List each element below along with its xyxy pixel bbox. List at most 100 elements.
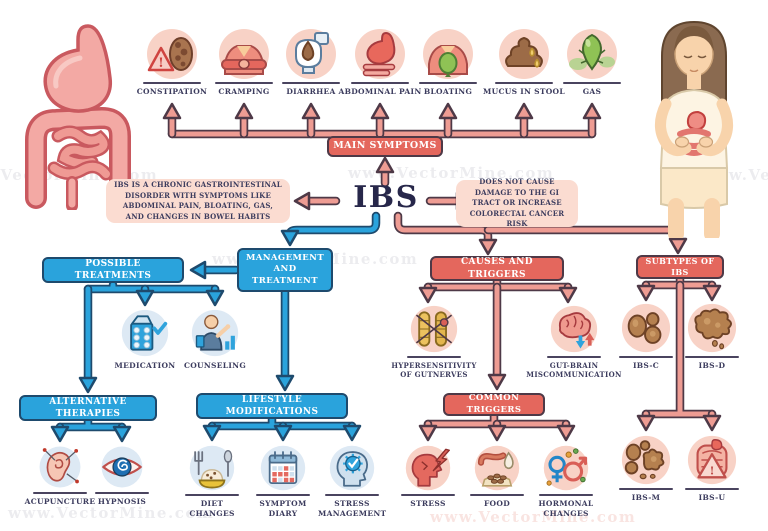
ground-line bbox=[256, 494, 310, 496]
lifestyle-modifications-banner: LIFESTYLE MODIFICATIONS bbox=[196, 393, 348, 419]
ground-line bbox=[495, 82, 553, 84]
main-symptoms-banner: MAIN SYMPTOMS bbox=[327, 136, 443, 157]
lifestyle-symptom-diary: SYMPTOM DIARY bbox=[241, 444, 325, 519]
diet-changes-icon bbox=[189, 445, 235, 491]
symptom-cramping: CRAMPING bbox=[202, 26, 286, 97]
gut-nerves-icon bbox=[410, 305, 458, 353]
gas-icon bbox=[567, 29, 617, 79]
symptom-label: DIARRHEA bbox=[286, 87, 336, 96]
ibs-title: IBS bbox=[353, 180, 419, 215]
hormonal-changes-icon bbox=[543, 445, 589, 491]
subtype-label: IBS-D bbox=[698, 361, 726, 370]
alternative-therapies-banner: ALTERNATIVE THERAPIES bbox=[19, 395, 157, 421]
treatment-counseling: COUNSELING bbox=[173, 308, 257, 371]
ground-line bbox=[619, 488, 673, 490]
ibs-definition-fact: IBS IS A CHRONIC GASTROINTESTINAL DISORD… bbox=[106, 179, 290, 223]
ground-line bbox=[185, 494, 239, 496]
ground-line bbox=[470, 494, 524, 496]
symptom-label: GAS bbox=[582, 87, 602, 96]
abdominal-pain-icon bbox=[355, 29, 405, 79]
management-and-treatment-banner: MANAGEMENT AND TREATMENT bbox=[237, 248, 333, 292]
mucus-in-stool-icon bbox=[499, 29, 549, 79]
trigger-label: HORMONAL CHANGES bbox=[538, 499, 594, 519]
subtype-ibs-d: IBS-D bbox=[670, 302, 754, 371]
bloating-icon bbox=[423, 29, 473, 79]
ground-line bbox=[401, 494, 455, 496]
trigger-stress: STRESS bbox=[386, 444, 470, 509]
diarrhea-icon bbox=[286, 29, 336, 79]
ground-line bbox=[407, 356, 461, 358]
subtype-ibs-u: ! IBS-U bbox=[670, 434, 754, 503]
treatment-medication: MEDICATION bbox=[103, 308, 187, 371]
symptom-label: CONSTIPATION bbox=[136, 87, 208, 96]
ground-line bbox=[539, 494, 593, 496]
stress-icon bbox=[405, 445, 451, 491]
cause-label: GUT-BRAIN MISCOMMUNICATION bbox=[526, 361, 622, 380]
ibs-u-icon: ! bbox=[687, 435, 737, 485]
symptom-gas: GAS bbox=[550, 26, 634, 97]
ibs-c-icon bbox=[621, 303, 671, 353]
therapy-acupuncture: ACUPUNCTURE bbox=[18, 444, 102, 507]
ground-line bbox=[95, 492, 149, 494]
common-triggers-banner: COMMON TRIGGERS bbox=[443, 393, 545, 416]
subtype-ibs-m: IBS-M bbox=[604, 434, 688, 503]
svg-text:!: ! bbox=[709, 463, 714, 477]
ground-line bbox=[33, 492, 87, 494]
acupuncture-icon bbox=[39, 446, 81, 488]
lifestyle-label: DIET CHANGES bbox=[189, 499, 235, 519]
food-icon bbox=[474, 445, 520, 491]
symptom-constipation: ! CONSTIPATION bbox=[130, 26, 214, 97]
symptom-mucus-in-stool: MUCUS IN STOOL bbox=[482, 26, 566, 97]
counseling-icon bbox=[191, 309, 239, 357]
subtype-ibs-c: IBS-C bbox=[604, 302, 688, 371]
ibs-no-damage-fact: DOES NOT CAUSE DAMAGE TO THE GI TRACT OR… bbox=[456, 177, 578, 228]
lifestyle-stress-management: STRESS MANAGEMENT bbox=[310, 444, 394, 519]
ground-line bbox=[619, 356, 673, 358]
trigger-hormonal-changes: HORMONAL CHANGES bbox=[524, 444, 608, 519]
causes-and-triggers-banner: CAUSES AND TRIGGERS bbox=[430, 256, 564, 281]
possible-treatments-banner: POSSIBLE TREATMENTS bbox=[42, 257, 184, 283]
cause-gut-brain: GUT-BRAIN MISCOMMUNICATION bbox=[526, 304, 622, 380]
medication-icon bbox=[121, 309, 169, 357]
treatment-label: MEDICATION bbox=[114, 361, 176, 370]
trigger-label: FOOD bbox=[483, 499, 511, 508]
therapy-label: HYPNOSIS bbox=[97, 497, 147, 506]
lifestyle-label: SYMPTOM DIARY bbox=[259, 499, 307, 519]
gut-brain-icon bbox=[550, 305, 598, 353]
symptom-bloating: BLOATING bbox=[406, 26, 490, 97]
constipation-icon: ! bbox=[147, 29, 197, 79]
therapy-hypnosis: HYPNOSIS bbox=[80, 444, 164, 507]
svg-text:!: ! bbox=[158, 56, 164, 71]
cause-label: HYPERSENSITIVITY OF GUTNERVES bbox=[391, 361, 477, 380]
symptom-label: BLOATING bbox=[423, 87, 473, 96]
symptom-label: CRAMPING bbox=[218, 87, 270, 96]
trigger-label: STRESS bbox=[410, 499, 446, 508]
treatment-label: COUNSELING bbox=[183, 361, 247, 370]
symptom-diarrhea: DIARRHEA bbox=[269, 26, 353, 97]
ibs-m-icon bbox=[621, 435, 671, 485]
ground-line bbox=[563, 82, 621, 84]
watermark: www.VectorMine.com bbox=[348, 164, 555, 182]
therapy-label: ACUPUNCTURE bbox=[24, 497, 96, 506]
stress-management-icon bbox=[329, 445, 375, 491]
woman-holding-stomach-illustration bbox=[655, 20, 733, 238]
symptom-label: MUCUS IN STOOL bbox=[483, 87, 565, 96]
ground-line bbox=[419, 82, 477, 84]
ground-line bbox=[685, 356, 739, 358]
ibs-d-icon bbox=[687, 303, 737, 353]
watermark: www.VectorMine.com bbox=[8, 504, 215, 522]
lifestyle-label: STRESS MANAGEMENT bbox=[318, 499, 387, 519]
watermark: www.VectorMine.com bbox=[430, 508, 637, 526]
subtypes-of-ibs-banner: SUBTYPES OF IBS bbox=[636, 255, 724, 279]
subtype-label: IBS-U bbox=[698, 493, 726, 502]
trigger-food: FOOD bbox=[455, 444, 539, 509]
ground-line bbox=[143, 82, 201, 84]
ground-line bbox=[325, 494, 379, 496]
subtype-label: IBS-C bbox=[632, 361, 660, 370]
lifestyle-diet-changes: DIET CHANGES bbox=[170, 444, 254, 519]
ground-line bbox=[282, 82, 340, 84]
ground-line bbox=[351, 82, 409, 84]
symptom-diary-icon bbox=[260, 445, 306, 491]
hypnosis-icon bbox=[101, 446, 143, 488]
digestive-system-illustration bbox=[25, 24, 131, 210]
